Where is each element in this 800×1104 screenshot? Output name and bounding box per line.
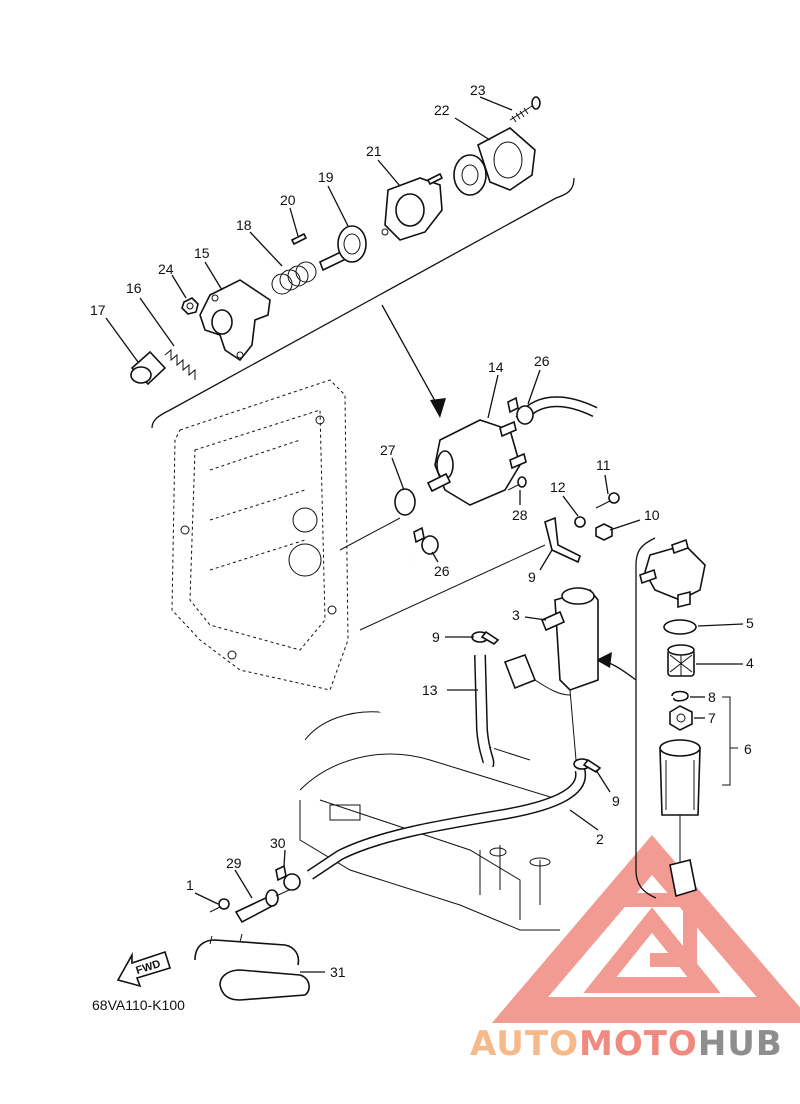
- part-21-pin: [290, 232, 308, 246]
- part-17-spring: [164, 348, 196, 380]
- part-26-clamp-lower: [413, 526, 439, 555]
- callout-5: 5: [746, 615, 754, 631]
- leader-lines: [105, 96, 744, 973]
- watermark-hub: HUB: [698, 1024, 783, 1064]
- part-29-joint: [234, 884, 301, 924]
- callout-18: 17: [90, 302, 106, 318]
- part-16-housing: [199, 279, 271, 362]
- group-arrowhead: [430, 398, 446, 418]
- part-5-o-ring: [663, 619, 697, 635]
- part-11-nut: [595, 523, 613, 541]
- callout-19: 18: [236, 217, 252, 233]
- callout-25: 24: [158, 261, 174, 277]
- callout-28: 28: [512, 507, 528, 523]
- callout-6: 6: [744, 741, 752, 757]
- watermark-moto: MOTO: [579, 1024, 698, 1064]
- callout-26-lower: 26: [434, 563, 450, 579]
- callout-10: 9: [528, 569, 536, 585]
- upper-group-border: [151, 177, 575, 429]
- part-7-nut: [669, 705, 693, 731]
- part-1-screw: [209, 898, 230, 913]
- callout-31: 31: [330, 964, 346, 980]
- watermark-auto: AUTO: [470, 1024, 579, 1064]
- part-6-filter-bowl: [659, 739, 701, 898]
- group-arrow: [381, 304, 441, 411]
- callout-29: 29: [226, 855, 242, 871]
- part-10-bracket: [544, 516, 581, 564]
- part-19-spring: [271, 261, 317, 295]
- right-group-border: [635, 537, 657, 899]
- part-26-clamp-top: [507, 396, 534, 425]
- part-pump-right: [639, 538, 706, 609]
- callout-2: 2: [596, 831, 604, 847]
- callout-23: 22: [434, 102, 450, 118]
- callout-16: 15: [194, 245, 210, 261]
- part-3-filter-assembly: [540, 587, 599, 761]
- callouts: 23 22 21 19 20 18 15 24 16 17 14 26 27 1…: [90, 82, 754, 980]
- part-12-bolt: [595, 492, 620, 509]
- part-27-o-ring: [394, 488, 416, 516]
- hose-2-inner: [307, 769, 585, 879]
- callout-14: 13: [422, 682, 438, 698]
- callout-22: 21: [366, 143, 382, 159]
- part-30-clamp: [275, 864, 301, 891]
- bracket-6-7-8: [722, 696, 738, 786]
- callout-26-top: 26: [534, 353, 550, 369]
- part-9-clamp-lower: [573, 758, 602, 774]
- callout-3: 3: [512, 607, 520, 623]
- part-15-fuel-pump: [426, 419, 527, 506]
- part-22-body: [381, 172, 444, 241]
- callout-4: 4: [746, 655, 754, 671]
- watermark-logo: [491, 834, 800, 1023]
- callout-27: 27: [380, 442, 396, 458]
- callout-13: 12: [550, 479, 566, 495]
- callout-8: 8: [708, 689, 716, 705]
- right-arrowhead: [596, 652, 612, 668]
- watermark-text: AUTOMOTOHUB: [470, 1024, 783, 1064]
- part-25-nut: [181, 297, 199, 315]
- pump-leader: [339, 517, 401, 551]
- part-24-screw: [509, 96, 541, 123]
- svg-text:AUTOMOTOHUB: AUTOMOTOHUB: [470, 1024, 783, 1064]
- part-31-cover: [194, 933, 310, 1001]
- callout-21: 20: [280, 192, 296, 208]
- callout-30: 30: [270, 835, 286, 851]
- part-13-washer: [574, 516, 586, 528]
- callout-12: 11: [596, 457, 611, 473]
- callout-9-lower: 9: [612, 793, 620, 809]
- hose-14-inner: [475, 654, 493, 767]
- part-20-diaphragm: [318, 225, 367, 272]
- part-4-strainer: [667, 644, 695, 677]
- part-23-cover: [453, 127, 536, 196]
- engine-block: [171, 379, 349, 691]
- diagram-code: 68VA110-K100: [92, 997, 185, 1013]
- callout-9-upper: 9: [432, 629, 440, 645]
- callout-15: 14: [488, 359, 504, 375]
- part-18-collar: [130, 350, 167, 386]
- bracket-leader: [359, 544, 546, 631]
- callout-20: 19: [318, 169, 334, 185]
- callout-17: 16: [126, 280, 142, 296]
- callout-11: 10: [644, 507, 660, 523]
- part-28-bolt: [507, 476, 527, 491]
- part-connector: [503, 653, 571, 696]
- callout-24: 23: [470, 82, 486, 98]
- callout-1: 1: [186, 877, 194, 893]
- part-8-clip: [671, 690, 689, 702]
- callout-7: 7: [708, 710, 716, 726]
- fwd-arrow: FWD: [116, 950, 172, 988]
- part-9-clamp-upper: [471, 630, 500, 646]
- lower-cowling: [299, 711, 561, 931]
